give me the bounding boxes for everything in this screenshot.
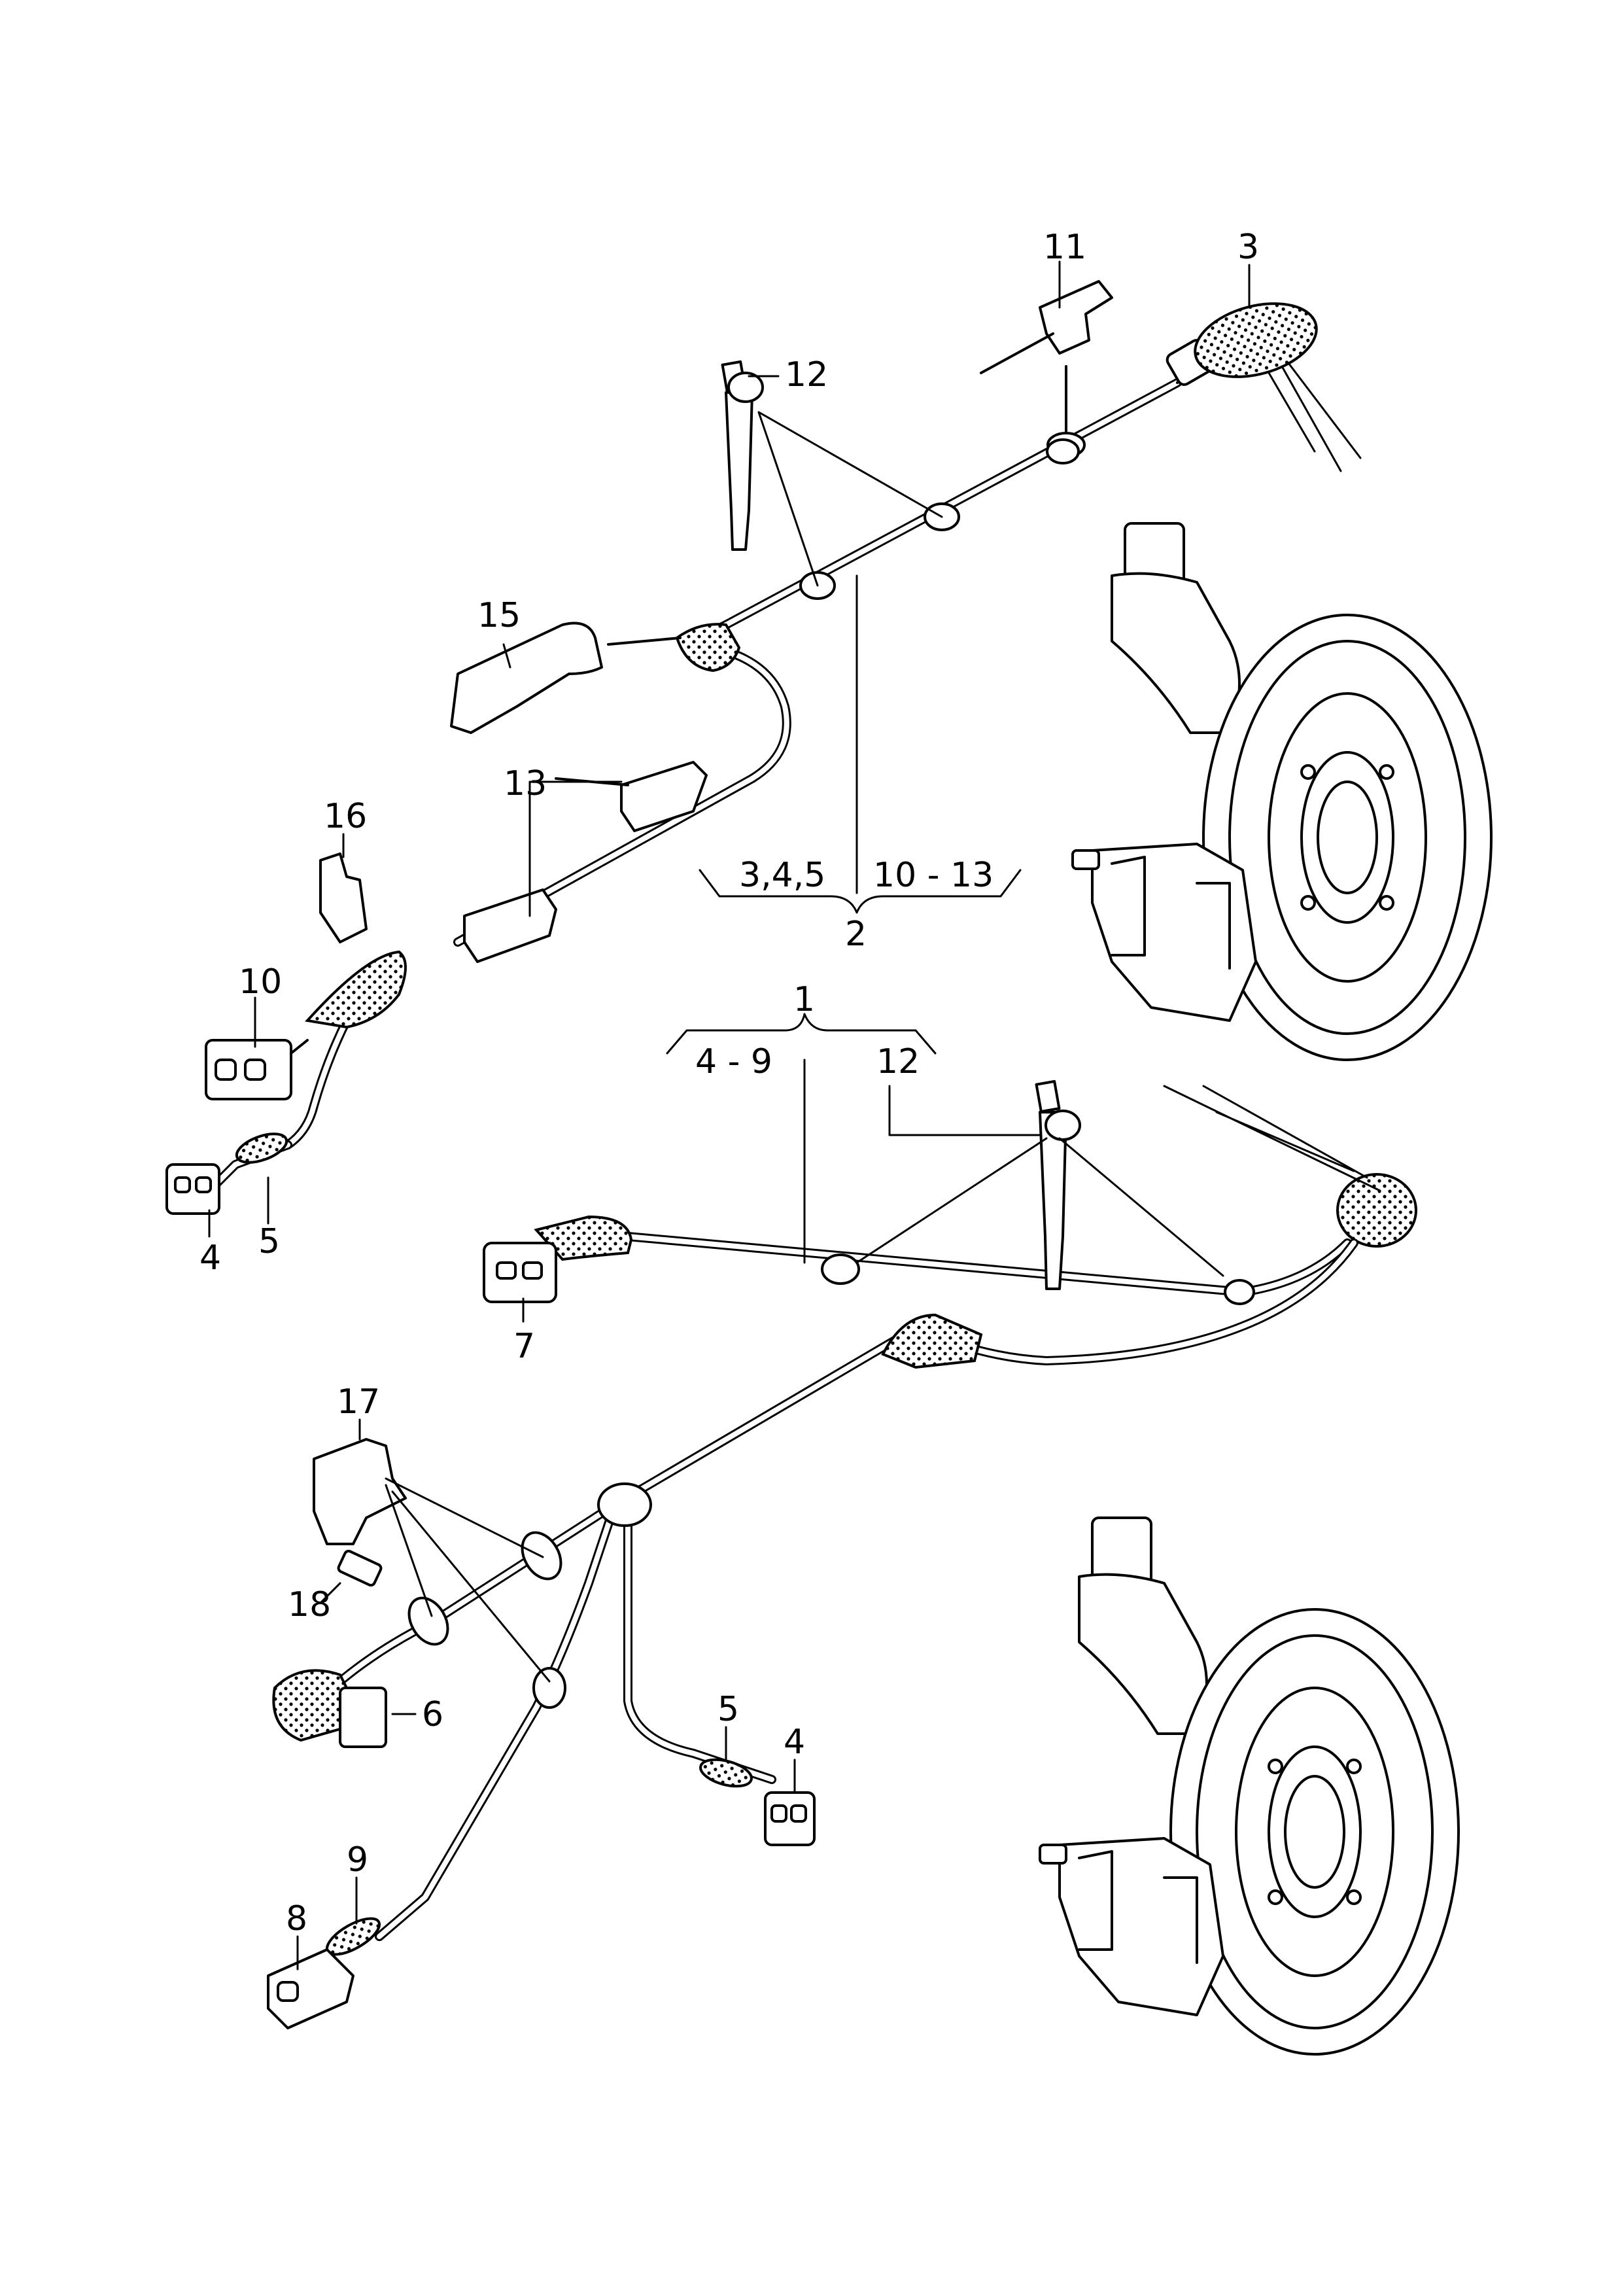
harness-cable-lower <box>336 1238 1358 1941</box>
callout-4: 4 <box>199 1238 221 1278</box>
brake-disc-and-caliper-lower <box>1039 1516 1460 2056</box>
callout-13: 13 <box>504 764 547 803</box>
connector-housing-sensor <box>165 1132 292 1215</box>
callout-6: 6 <box>422 1695 443 1734</box>
callout-11: 11 <box>1043 228 1086 267</box>
callout-9: 9 <box>347 1840 368 1880</box>
group-label-left: 3,4,5 <box>739 856 825 895</box>
connector-8 <box>267 1876 381 2029</box>
lower-wiring-harness-assembly: 1 4 - 9 12 7 17 18 6 5 4 9 8 <box>267 980 1460 2056</box>
upper-leader-lines <box>208 260 1251 1238</box>
grommets-lower <box>407 1531 566 1709</box>
group-label-right: 10 - 13 <box>873 856 993 895</box>
group-label-left-lower: 4 - 9 <box>695 1042 772 1081</box>
connector-sleeve <box>305 950 407 1029</box>
callout-3: 3 <box>1237 228 1259 267</box>
sensor-cable-upper <box>483 1085 1417 1305</box>
callout-12: 12 <box>785 355 828 394</box>
lower-callout-labels: 1 4 - 9 12 7 17 18 6 5 4 9 8 <box>286 980 920 1938</box>
callout-16: 16 <box>324 797 367 836</box>
sensor-connector <box>1166 302 1362 472</box>
callout-10: 10 <box>239 962 282 1002</box>
connector-6 <box>272 1669 417 1748</box>
cable-tie-lower <box>1035 1079 1081 1290</box>
callout-5: 5 <box>258 1222 280 1261</box>
small-bracket <box>319 852 368 943</box>
callout-5-lower: 5 <box>717 1690 739 1729</box>
cover-clip <box>450 622 682 734</box>
lower-group-bracket <box>666 1013 937 1055</box>
callout-7: 7 <box>513 1327 535 1366</box>
cable-clips <box>799 438 1080 600</box>
group-number-lower: 1 <box>793 980 815 1019</box>
bracket-17 <box>313 1418 551 1683</box>
cable-tie <box>721 360 764 551</box>
callout-15: 15 <box>477 596 521 635</box>
callout-8: 8 <box>286 1899 307 1938</box>
upper-wiring-harness-assembly: 11 3 12 15 13 16 10 5 4 3,4,5 10 - 13 2 <box>165 228 1493 1278</box>
group-label-right-lower: 12 <box>876 1042 920 1081</box>
cable-retainer <box>463 761 708 963</box>
connector-4-lower <box>699 1726 816 1846</box>
brake-disc-and-caliper-upper <box>1071 522 1493 1061</box>
bolt-18 <box>319 1549 383 1604</box>
upper-callout-labels: 11 3 12 15 13 16 10 5 4 3,4,5 10 - 13 2 <box>199 228 1259 1278</box>
callout-4-lower: 4 <box>784 1723 805 1762</box>
callout-18: 18 <box>288 1585 331 1624</box>
harness-junction-sleeve <box>675 623 741 673</box>
group-number: 2 <box>845 915 867 954</box>
lower-leader-lines <box>522 1059 1224 1323</box>
callout-17: 17 <box>337 1382 380 1422</box>
connector-housing-2pin <box>205 1039 309 1100</box>
